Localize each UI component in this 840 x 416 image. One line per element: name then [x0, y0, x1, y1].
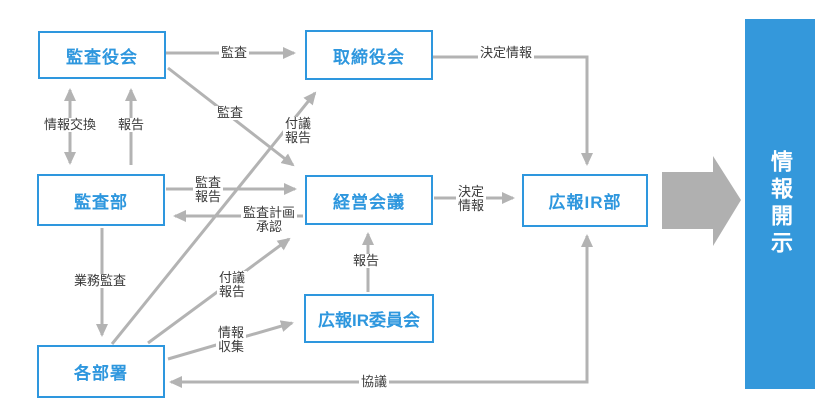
edge-label-audit-report: 監査 報告 — [192, 175, 224, 204]
edge-label-consultation: 協議 — [358, 374, 390, 389]
edge-label-decision-info-mid: 決定 情報 — [455, 184, 487, 213]
edge-label-fugi-hokoku-upper: 付議 報告 — [282, 116, 314, 145]
node-management-meeting: 経営会議 — [305, 175, 433, 225]
node-each-department: 各部署 — [37, 345, 165, 398]
node-audit-supervisory-board: 監査役会 — [38, 31, 166, 79]
edge-label-audit-plan-approval: 監査計画 承認 — [240, 205, 298, 234]
node-pr-ir-department: 広報IR部 — [522, 174, 648, 227]
edge-label-info-exchange: 情報交換 — [41, 117, 99, 132]
big-disclosure-arrow — [662, 156, 741, 246]
edge-label-report-committee: 報告 — [350, 253, 382, 268]
edge-label-operational-audit: 業務監査 — [71, 273, 129, 288]
edge-label-fugi-hokoku-lower: 付議 報告 — [216, 270, 248, 299]
edge-label-info-gathering: 情報 収集 — [215, 325, 247, 354]
arrow-consultation — [169, 234, 593, 388]
node-audit-department: 監査部 — [37, 174, 165, 226]
node-board-of-directors: 取締役会 — [305, 30, 433, 80]
arrow-fugi-hokoku-to-directors — [110, 91, 317, 345]
edge-label-decision-info-top: 決定情報 — [477, 45, 535, 60]
information-disclosure-label: 情報開示 — [768, 150, 793, 258]
edge-label-audit-top: 監査 — [218, 45, 250, 60]
edge-label-audit-diagonal: 監査 — [214, 105, 246, 120]
edge-label-report-left: 報告 — [115, 117, 147, 132]
arrow-directors-decision-info — [433, 55, 593, 166]
node-pr-ir-committee: 広報IR委員会 — [304, 294, 434, 343]
information-disclosure-block: 情報開示 — [745, 19, 815, 389]
